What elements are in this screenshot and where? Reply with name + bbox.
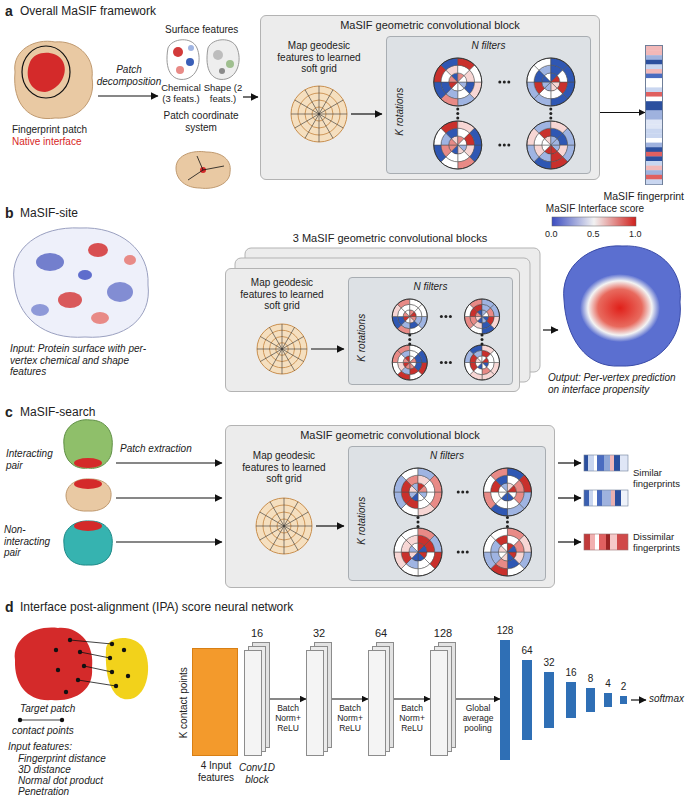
rotation-label: K rotations (356, 314, 368, 362)
fingerprint-stripes (646, 46, 662, 184)
annotation: Dissimilar fingerprints (633, 532, 690, 554)
filter-title: N filters (349, 281, 512, 293)
conv1d-stack: 32 (306, 642, 332, 756)
block-title: MaSIF geometric convolutional block (261, 19, 599, 32)
step-label: Patch decomposition (94, 64, 164, 87)
channel-count: 16 (234, 627, 280, 640)
stack-art (306, 642, 332, 756)
filter-bank: N filters K rotations (348, 446, 546, 581)
panel-letter: d (5, 599, 14, 615)
annotation: Chemical (3 feats.) (158, 83, 204, 105)
filter-icons (349, 278, 514, 386)
fingerprint-bar: MaSIF fingerprint (645, 45, 663, 185)
stack-art (430, 642, 456, 756)
annotation: Fingerprint patch (12, 124, 87, 136)
annotation: Similar fingerprints (633, 468, 690, 490)
block-caption: Map geodesic features to learned soft gr… (234, 450, 334, 485)
feature-item: 3D distance (18, 764, 71, 776)
block-title: MaSIF geometric convolutional block (226, 429, 554, 442)
tick-label: 1.0 (629, 229, 642, 239)
block-caption: Map geodesic features to learned soft gr… (232, 277, 332, 312)
legend-text: contact points (12, 725, 74, 737)
rotation-label: K rotations (394, 88, 406, 136)
unit-count: 2 (612, 681, 635, 693)
edge-label: Batch Norm+ ReLU (395, 704, 429, 733)
filter-bank: N filters K rotations (386, 36, 591, 174)
filter-icons (349, 447, 547, 582)
panel-title: MaSIF-site (20, 207, 78, 221)
colorbar-title: MaSIF Interface score (540, 203, 650, 215)
annotation: Input: Protein surface with per-vertex c… (10, 343, 160, 378)
unit-count: 16 (558, 667, 584, 679)
feature-item: Fingerprint distance (18, 753, 106, 765)
channel-count: 128 (420, 627, 466, 640)
filter-title: N filters (349, 450, 545, 462)
dense-layer: 64 (522, 660, 532, 740)
panel-title: Interface post-alignment (IPA) score neu… (20, 601, 293, 615)
feature-item: Normal dot product (18, 775, 103, 787)
connector-arrow (332, 698, 368, 699)
output-label: softmax (649, 693, 684, 705)
dense-layer: 16 (566, 682, 576, 718)
dense-layer: 2 (620, 696, 627, 704)
unit-count: 128 (492, 625, 518, 637)
unit-count: 4 (596, 678, 620, 690)
annotation: Target patch (20, 703, 75, 715)
feature-item: Penetration (18, 786, 69, 798)
dense-layer: 8 (586, 688, 595, 712)
tick-label: 0.5 (587, 229, 600, 239)
annotation: Output: Per-vertex prediction on interfa… (548, 372, 688, 395)
connector-arrow (600, 112, 645, 113)
conv1d-stack: 64 (368, 642, 394, 756)
block-caption: Conv1D block (232, 762, 282, 785)
fingerprint-label: MaSIF fingerprint (603, 190, 684, 202)
unit-count: 8 (578, 673, 603, 685)
dense-layer: 32 (544, 672, 554, 728)
tick-label: 0.0 (545, 229, 558, 239)
edge-label: Global average pooling (457, 704, 499, 733)
annotation: Input features: (8, 741, 72, 753)
filter-icons (387, 37, 592, 175)
stack-art (368, 642, 394, 756)
annotation: Native interface (12, 136, 81, 148)
annotation: Interacting pair (6, 448, 60, 471)
channel-count: 64 (358, 627, 404, 640)
axis-label: 4 Input features (189, 760, 243, 783)
connector-arrow (456, 698, 500, 699)
stack-art (244, 642, 270, 756)
edge-label: Batch Norm+ ReLU (333, 704, 367, 733)
filter-bank: N filters K rotations (348, 277, 513, 385)
rotation-label: K rotations (356, 496, 368, 544)
connector-arrow (394, 698, 430, 699)
annotation: Shape (2 feats.) (201, 83, 245, 105)
conv1d-stack: 128 (430, 642, 456, 756)
panel-title: MaSIF-search (20, 406, 95, 420)
connector-arrow (270, 698, 306, 699)
channel-count: 32 (296, 627, 342, 640)
unit-count: 32 (536, 657, 562, 669)
panel-letter: a (5, 3, 13, 19)
panel-letter: b (5, 205, 14, 221)
dense-layer: 128 (500, 640, 510, 760)
annotation: Non-interacting pair (4, 524, 62, 559)
stack-title: 3 MaSIF geometric convolutional blocks (240, 232, 540, 245)
conv-block: Map geodesic features to learned soft gr… (225, 268, 520, 392)
step-label: Patch extraction (120, 443, 220, 455)
filter-title: N filters (387, 40, 590, 52)
unit-count: 64 (514, 645, 540, 657)
panel-letter: c (5, 404, 13, 420)
annotation: Patch coordinate system (160, 110, 242, 133)
input-tensor: K contact points4 Input features (192, 648, 238, 756)
conv-block: MaSIF geometric convolutional blockMap g… (260, 15, 600, 180)
edge-label: Batch Norm+ ReLU (271, 704, 305, 733)
block-caption: Map geodesic features to learned soft gr… (269, 40, 369, 75)
dense-layer: 4 (604, 693, 612, 707)
conv-block: MaSIF geometric convolutional blockMap g… (225, 425, 555, 588)
panel-title: Overall MaSIF framework (20, 5, 156, 19)
conv1d-stack: 16Conv1D block (244, 642, 270, 756)
annotation: Surface features (165, 24, 238, 36)
axis-label: K contact points (177, 667, 189, 738)
